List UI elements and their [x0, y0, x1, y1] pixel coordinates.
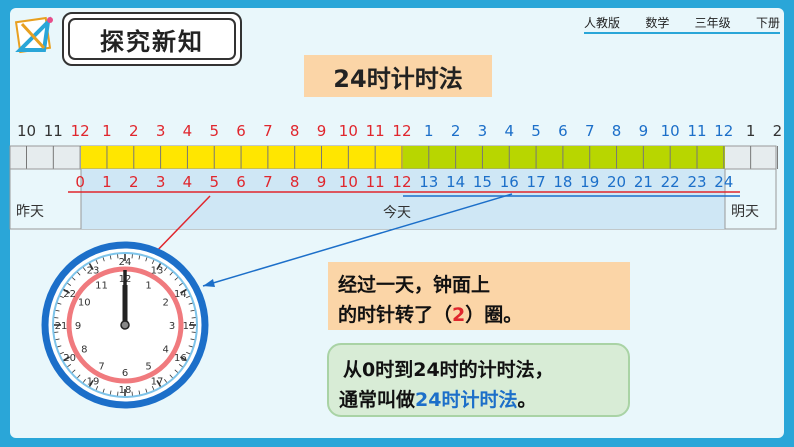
definition-suffix: 。: [517, 389, 537, 411]
clock-center: [120, 320, 130, 330]
clock-24h-number: 24: [119, 257, 132, 268]
question-prefix: 的时针转了（: [338, 304, 453, 326]
grade-label: 三年级: [694, 16, 731, 30]
clock-12h-number: 9: [75, 321, 81, 332]
clock-24h-number: 22: [63, 289, 76, 300]
clock-red-ring: [66, 266, 184, 384]
clock-12h-number: 2: [163, 298, 169, 309]
clock-inner-ring: [52, 252, 198, 398]
clock-24h-number: 15: [183, 321, 196, 332]
header-divider: [584, 32, 780, 34]
definition-line-1: 从0时到24时的计时法，: [343, 359, 554, 381]
clock-12h-number: 5: [145, 362, 151, 373]
clock-24h-number: 19: [87, 376, 100, 387]
clock-12h-number: 1: [145, 280, 151, 291]
question-line-2: 的时针转了（2）圈。: [338, 300, 522, 327]
clock-12h-number: 6: [122, 368, 128, 379]
clock-12h-number: 4: [163, 345, 169, 356]
clock-24h-number: 18: [119, 385, 132, 396]
clock-12h-number: 7: [98, 362, 104, 373]
clock-24h-number: 17: [151, 376, 164, 387]
clock-12h-number: 8: [81, 345, 87, 356]
clock-24h-number: 14: [174, 289, 187, 300]
clock-24h-number: 13: [151, 266, 164, 277]
question-box: 经过一天，钟面上 的时针转了（2）圈。: [328, 262, 630, 330]
definition-prefix: 通常叫做: [339, 389, 416, 411]
definition-box: 从0时到24时的计时法， 通常叫做24时计时法。: [327, 343, 630, 417]
clock-24h-number: 16: [174, 353, 187, 364]
definition-line-2: 通常叫做24时计时法。: [339, 385, 536, 412]
clock-12h-number: 11: [95, 280, 108, 291]
clock-24h-number: 23: [87, 266, 100, 277]
clock-24h-number: 21: [55, 321, 68, 332]
publisher-label: 人教版: [584, 16, 621, 30]
clock-ticks: [54, 254, 196, 396]
subject-label: 数学: [645, 16, 670, 30]
lesson-title: 24时计时法: [304, 55, 492, 97]
question-line-1: 经过一天，钟面上: [338, 274, 491, 296]
course-meta: 人教版 数学 三年级 下册: [584, 14, 780, 31]
volume-label: 下册: [755, 16, 780, 30]
clock-12h-number: 10: [78, 298, 91, 309]
question-suffix: ）圈。: [465, 304, 523, 326]
definition-term: 24时计时法: [415, 389, 518, 411]
clock-24h-number: 20: [63, 353, 76, 364]
answer-value: 2: [452, 304, 466, 326]
clock-12h-number: 3: [169, 321, 175, 332]
logo-icon: [14, 16, 53, 54]
section-title: 探究新知: [68, 18, 236, 60]
section-title-box: 探究新知: [62, 12, 242, 66]
